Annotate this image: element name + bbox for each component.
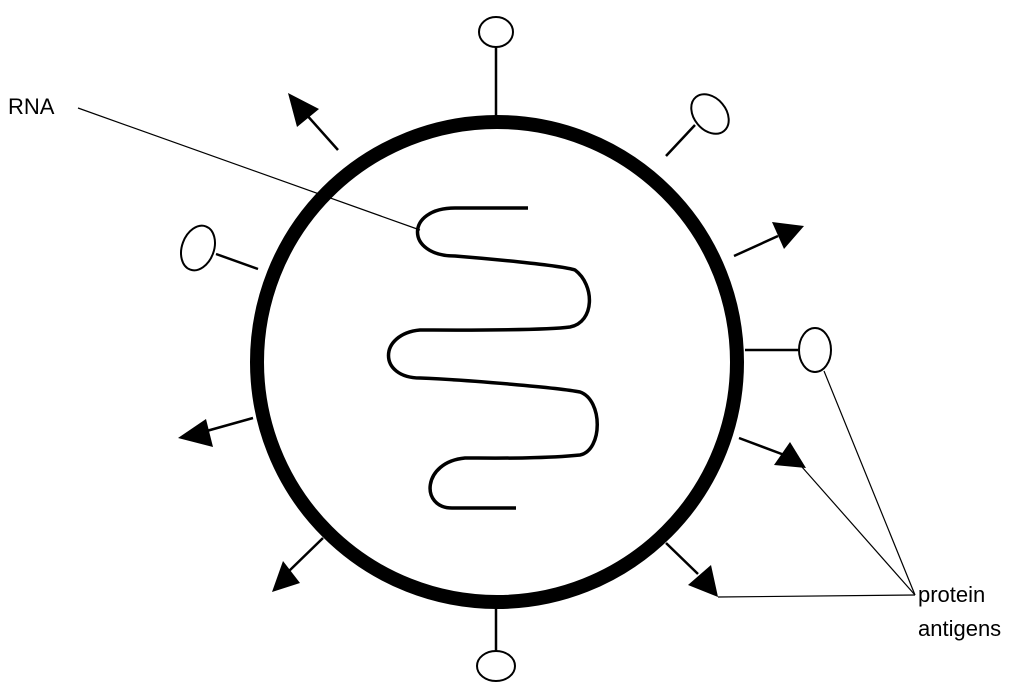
rna-label: RNA — [8, 94, 55, 119]
ellipse-icon — [478, 16, 514, 48]
rna-leader-line — [77, 107, 421, 231]
protein-antigens-label-line2: antigens — [918, 616, 1001, 641]
antigen-arrow-lower-right — [738, 436, 806, 468]
antigen-right — [745, 327, 832, 373]
triangle-icon — [272, 561, 300, 592]
antigen-arrow-bottom-right — [665, 542, 718, 597]
antigen-arrow-lower-left — [272, 537, 324, 592]
antigen-arrow-left — [178, 416, 254, 447]
antigen-arrow-upper-left — [288, 93, 339, 151]
ellipse-icon — [798, 327, 832, 373]
ellipse-icon — [180, 224, 216, 272]
triangle-icon — [178, 419, 213, 447]
antigen-bottom — [476, 605, 516, 682]
antigen-top — [478, 16, 514, 118]
triangle-icon — [774, 442, 806, 468]
ellipse-icon — [690, 93, 730, 135]
rna-strand — [386, 206, 599, 510]
antigen-top-right — [665, 93, 730, 157]
ellipse-icon — [476, 650, 516, 682]
protein-antigens-leader-lines — [717, 370, 916, 598]
triangle-icon — [688, 565, 718, 597]
triangle-icon — [288, 93, 319, 127]
protein-antigens-label-line1: protein — [918, 582, 985, 607]
virus-envelope — [250, 115, 744, 609]
triangle-icon — [772, 222, 804, 249]
antigen-arrow-right — [733, 222, 804, 258]
antigen-left — [180, 224, 259, 272]
